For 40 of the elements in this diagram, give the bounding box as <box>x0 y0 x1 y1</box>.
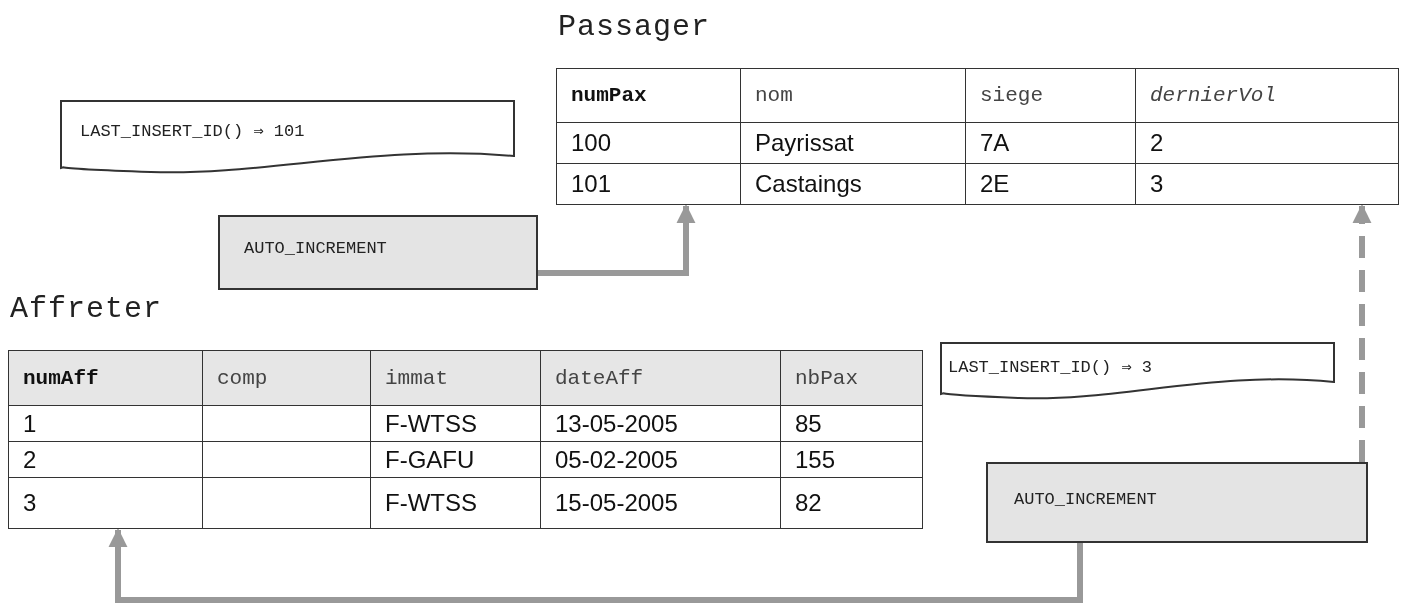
column-header: siege <box>965 68 1136 123</box>
arrow <box>538 204 696 276</box>
table-cell: 2E <box>965 163 1136 205</box>
column-header: comp <box>202 350 371 406</box>
column-header: nbPax <box>780 350 923 406</box>
table-cell: 100 <box>556 122 741 164</box>
table-title: Passager <box>558 10 711 44</box>
box-label: AUTO_INCREMENT <box>1014 490 1157 509</box>
table-cell: 3 <box>1135 163 1399 205</box>
table-cell: 82 <box>780 477 923 529</box>
table-cell: F-WTSS <box>370 405 541 442</box>
table-cell: F-GAFU <box>370 441 541 478</box>
box-label: AUTO_INCREMENT <box>244 239 387 258</box>
table-cell: 3 <box>8 477 203 529</box>
table-cell: 1 <box>8 405 203 442</box>
table-cell: F-WTSS <box>370 477 541 529</box>
arrow <box>1352 204 1372 462</box>
table-cell: 155 <box>780 441 923 478</box>
process-box <box>986 462 1368 543</box>
note-text: LAST_INSERT_ID() ⇒ 101 <box>80 121 305 141</box>
column-header: numPax <box>556 68 741 123</box>
column-header: nom <box>740 68 966 123</box>
column-header: immat <box>370 350 541 406</box>
table-cell: 13-05-2005 <box>540 405 781 442</box>
table-cell: 05-02-2005 <box>540 441 781 478</box>
table-cell: Castaings <box>740 163 966 205</box>
table-cell: Payrissat <box>740 122 966 164</box>
table-title: Affreter <box>10 292 163 326</box>
column-header: dernierVol <box>1135 68 1399 123</box>
table-cell: 2 <box>1135 122 1399 164</box>
note-text: LAST_INSERT_ID() ⇒ 3 <box>948 357 1153 377</box>
column-header: numAff <box>8 350 203 406</box>
table-cell: 101 <box>556 163 741 205</box>
table-cell: 2 <box>8 441 203 478</box>
arrow <box>108 528 1083 603</box>
process-box <box>218 215 538 290</box>
table-cell: 7A <box>965 122 1136 164</box>
table-cell: 15-05-2005 <box>540 477 781 529</box>
table-cell: 85 <box>780 405 923 442</box>
column-header: dateAff <box>540 350 781 406</box>
